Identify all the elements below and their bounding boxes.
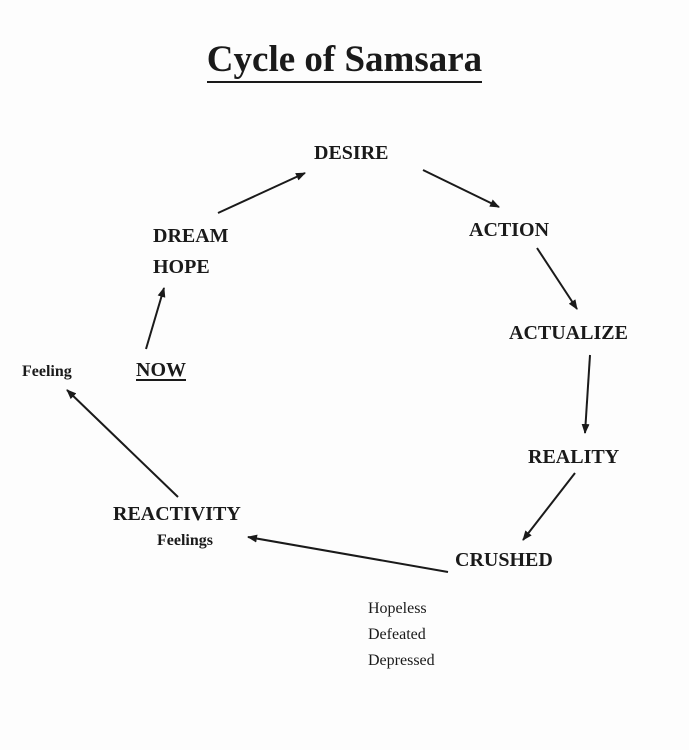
title-text: Cycle of Samsara [206, 39, 483, 83]
node-reality: REALITY [528, 446, 620, 468]
node-feeling: Feeling [22, 363, 72, 380]
arrow-desire-to-action [422, 169, 500, 208]
arrow-reactivity-to-feeling [66, 389, 179, 498]
node-action: ACTION [469, 219, 550, 241]
note-depressed: Depressed [368, 652, 435, 669]
reactivity-feelings-label: Feelings [157, 532, 213, 549]
crushed-notes: Hopeless Defeated Depressed [368, 596, 435, 674]
note-defeated: Defeated [368, 626, 426, 643]
node-crushed: CRUSHED [455, 549, 553, 571]
arrow-now-to-dream [145, 287, 166, 350]
arrow-reality-to-crushed [522, 472, 576, 541]
node-reactivity: REACTIVITY [113, 503, 241, 525]
arrow-crushed-to-reactivity [247, 534, 449, 573]
node-now: NOW [136, 359, 186, 381]
arrow-dream-to-desire [217, 172, 306, 214]
note-hopeless: Hopeless [368, 600, 427, 617]
node-desire: DESIRE [314, 142, 389, 164]
arrow-actualize-to-reality [581, 354, 591, 434]
node-hope: HOPE [153, 256, 210, 278]
arrow-action-to-actualize [536, 247, 578, 310]
diagram-title: Cycle of Samsara [0, 38, 689, 83]
node-dream: DREAM [153, 225, 229, 247]
node-actualize: ACTUALIZE [509, 322, 628, 344]
